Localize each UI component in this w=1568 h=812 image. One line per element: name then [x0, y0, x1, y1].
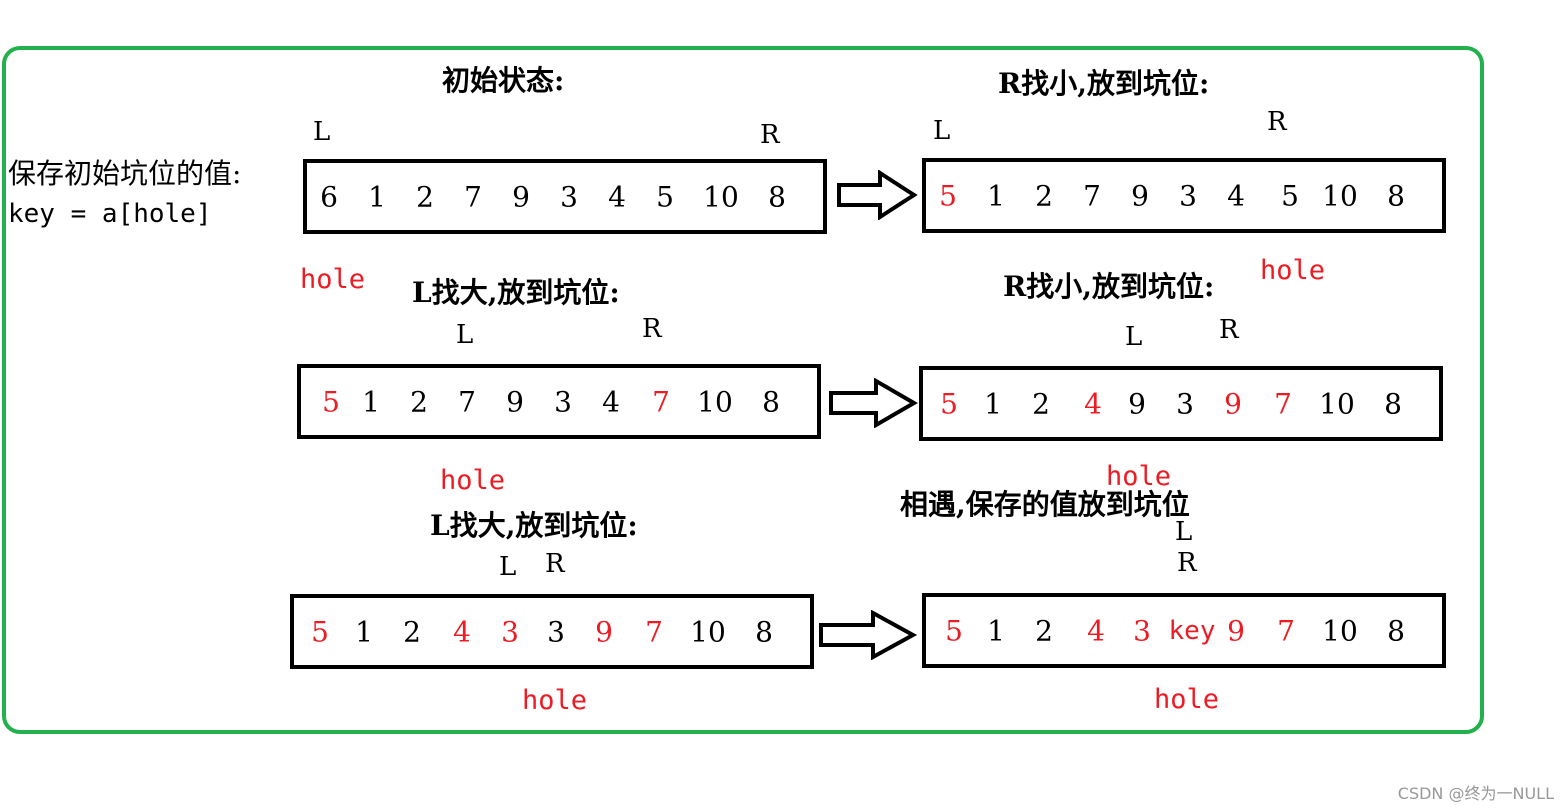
- array-cell: 4: [602, 385, 620, 418]
- array-cell: 5: [656, 180, 674, 213]
- diagram-frame: [2, 46, 1484, 734]
- step3-r-marker: R: [642, 314, 662, 344]
- array-cell: 7: [464, 180, 482, 213]
- step2-l-marker: L: [933, 116, 951, 146]
- array-cell: 9: [1227, 614, 1245, 647]
- array-cell: 8: [768, 180, 786, 213]
- array-cell: 5: [311, 615, 329, 648]
- array-cell: 2: [1035, 179, 1053, 212]
- array-cell: 4: [1084, 387, 1102, 420]
- array-cell: 8: [755, 615, 773, 648]
- array-cell: 1: [984, 387, 1002, 420]
- step6-title: 相遇,保存的值放到坑位: [900, 488, 1190, 521]
- array-cell: 5: [939, 179, 957, 212]
- array-cell: 5: [322, 385, 340, 418]
- right-arrow-icon: [837, 170, 918, 220]
- array-cell: 3: [1133, 614, 1151, 647]
- array-cell: 7: [1083, 179, 1101, 212]
- array-cell: 10: [690, 615, 726, 648]
- array-cell: 10: [1322, 179, 1358, 212]
- array-cell: 8: [1387, 614, 1405, 647]
- step5-hole-label: hole: [522, 685, 588, 716]
- array-cell: 7: [645, 615, 663, 648]
- array-cell: 9: [1128, 387, 1146, 420]
- step4-l-marker: L: [1125, 322, 1143, 352]
- step4-title: R找小,放到坑位:: [1003, 270, 1215, 303]
- array-cell: 9: [506, 385, 524, 418]
- step4-r-marker: R: [1219, 315, 1239, 345]
- array-cell: 4: [608, 180, 626, 213]
- array-cell: 2: [1035, 614, 1053, 647]
- array-cell: 3: [501, 615, 519, 648]
- array-cell: 2: [410, 385, 428, 418]
- array-cell: 7: [652, 385, 670, 418]
- array-cell: 5: [940, 387, 958, 420]
- step2-hole-label: hole: [1260, 255, 1326, 286]
- array-cell: 1: [368, 180, 386, 213]
- array-cell: 10: [1319, 387, 1355, 420]
- step4-hole-label: hole: [1106, 461, 1172, 492]
- array-cell: 8: [762, 385, 780, 418]
- array-cell: 5: [1281, 179, 1299, 212]
- array-cell: 2: [1032, 387, 1050, 420]
- array-cell: 9: [1224, 387, 1242, 420]
- step6-l-marker: L: [1175, 517, 1193, 547]
- array-cell: 9: [1131, 179, 1149, 212]
- array-cell: 3: [554, 385, 572, 418]
- array-cell: 2: [403, 615, 421, 648]
- step6-hole-label: hole: [1154, 684, 1220, 715]
- step3-hole-label: hole: [440, 465, 506, 496]
- right-arrow-icon: [829, 378, 918, 428]
- array-cell: 8: [1387, 179, 1405, 212]
- hole-label-top-left: hole: [300, 264, 366, 295]
- step1-l-marker: L: [313, 117, 331, 147]
- array-cell: 3: [1179, 179, 1197, 212]
- array-cell: 4: [1087, 614, 1105, 647]
- array-cell: 1: [355, 615, 373, 648]
- step5-r-marker: R: [545, 549, 565, 579]
- array-cell: 9: [595, 615, 613, 648]
- step6-r-marker: R: [1177, 548, 1197, 578]
- step2-title: R找小,放到坑位:: [998, 67, 1210, 100]
- array-cell: 10: [1322, 614, 1358, 647]
- array-cell: 7: [1277, 614, 1295, 647]
- array-cell: 1: [987, 614, 1005, 647]
- left-note-line1: 保存初始坑位的值:: [8, 157, 242, 190]
- step5-title: L找大,放到坑位:: [430, 509, 638, 542]
- step3-title: L找大,放到坑位:: [412, 276, 620, 309]
- step1-title: 初始状态:: [442, 64, 565, 97]
- array-cell: 3: [547, 615, 565, 648]
- watermark: CSDN @终为一NULL: [1397, 784, 1554, 803]
- array-cell: 10: [703, 180, 739, 213]
- array-cell: 1: [987, 179, 1005, 212]
- array-cell: 8: [1384, 387, 1402, 420]
- right-arrow-icon: [819, 610, 918, 660]
- step3-l-marker: L: [456, 320, 474, 350]
- array-cell: 3: [560, 180, 578, 213]
- array-cell: 6: [320, 180, 338, 213]
- left-note-line2: key = a[hole]: [8, 199, 212, 229]
- step5-l-marker: L: [499, 552, 517, 582]
- step2-r-marker: R: [1267, 107, 1287, 137]
- array-cell: 7: [1274, 387, 1292, 420]
- array-cell: 7: [458, 385, 476, 418]
- array-cell: 9: [512, 180, 530, 213]
- array-cell: 10: [697, 385, 733, 418]
- array-cell: key: [1168, 615, 1216, 646]
- array-cell: 4: [453, 615, 471, 648]
- array-cell: 1: [362, 385, 380, 418]
- array-cell: 4: [1227, 179, 1245, 212]
- array-cell: 5: [945, 614, 963, 647]
- array-cell: 3: [1176, 387, 1194, 420]
- step1-r-marker: R: [760, 120, 780, 150]
- array-cell: 2: [416, 180, 434, 213]
